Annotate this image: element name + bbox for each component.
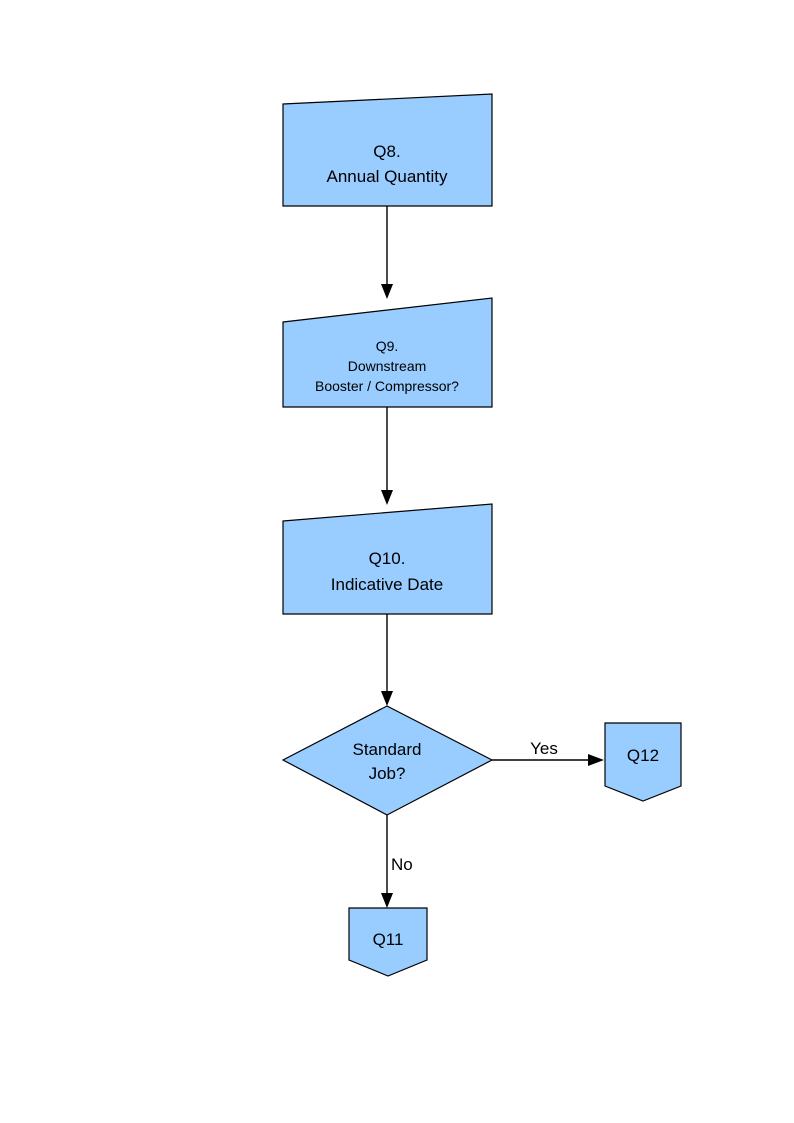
node-q9-line1: Q9. [376, 338, 399, 354]
edge-decision-to-q12-arrowhead [588, 754, 604, 766]
node-q8-line1: Q8. [373, 142, 400, 161]
node-decision-shape [281, 705, 494, 816]
node-decision-line1: Standard [353, 740, 422, 759]
node-q9-line2: Downstream [348, 358, 427, 374]
node-q10[interactable]: Q10. Indicative Date [282, 503, 493, 615]
edge-decision-to-q11: No [381, 815, 413, 908]
node-q10-shape [282, 503, 493, 615]
node-q11-shape [348, 907, 428, 977]
node-q9-line3: Booster / Compressor? [315, 378, 459, 394]
node-decision-line2: Job? [369, 764, 406, 783]
edge-decision-to-q12: Yes [492, 739, 604, 766]
node-q10-line2: Indicative Date [331, 575, 443, 594]
edge-label-no: No [391, 855, 413, 874]
edge-q8-to-q9-arrowhead [381, 284, 393, 299]
node-q11-label: Q11 [373, 930, 404, 949]
edge-decision-to-q11-arrowhead [381, 893, 393, 908]
edge-q10-to-decision-arrowhead [381, 691, 393, 706]
node-decision-standard-job[interactable]: Standard Job? [281, 705, 494, 816]
node-q10-line1: Q10. [369, 549, 406, 568]
node-q9[interactable]: Q9. Downstream Booster / Compressor? [282, 297, 493, 408]
node-q8[interactable]: Q8. Annual Quantity [282, 93, 493, 207]
edge-q9-to-q10 [381, 407, 393, 505]
node-q12[interactable]: Q12 [604, 722, 682, 802]
edge-q10-to-decision [381, 614, 393, 706]
node-q11[interactable]: Q11 [348, 907, 428, 977]
edge-q8-to-q9 [381, 206, 393, 299]
node-q12-shape [604, 722, 682, 802]
edge-label-yes: Yes [530, 739, 558, 758]
node-q8-line2: Annual Quantity [327, 167, 448, 186]
node-q12-label: Q12 [627, 746, 659, 765]
node-q9-shape [282, 297, 493, 408]
edge-q9-to-q10-arrowhead [381, 490, 393, 505]
node-q8-shape [282, 93, 493, 207]
